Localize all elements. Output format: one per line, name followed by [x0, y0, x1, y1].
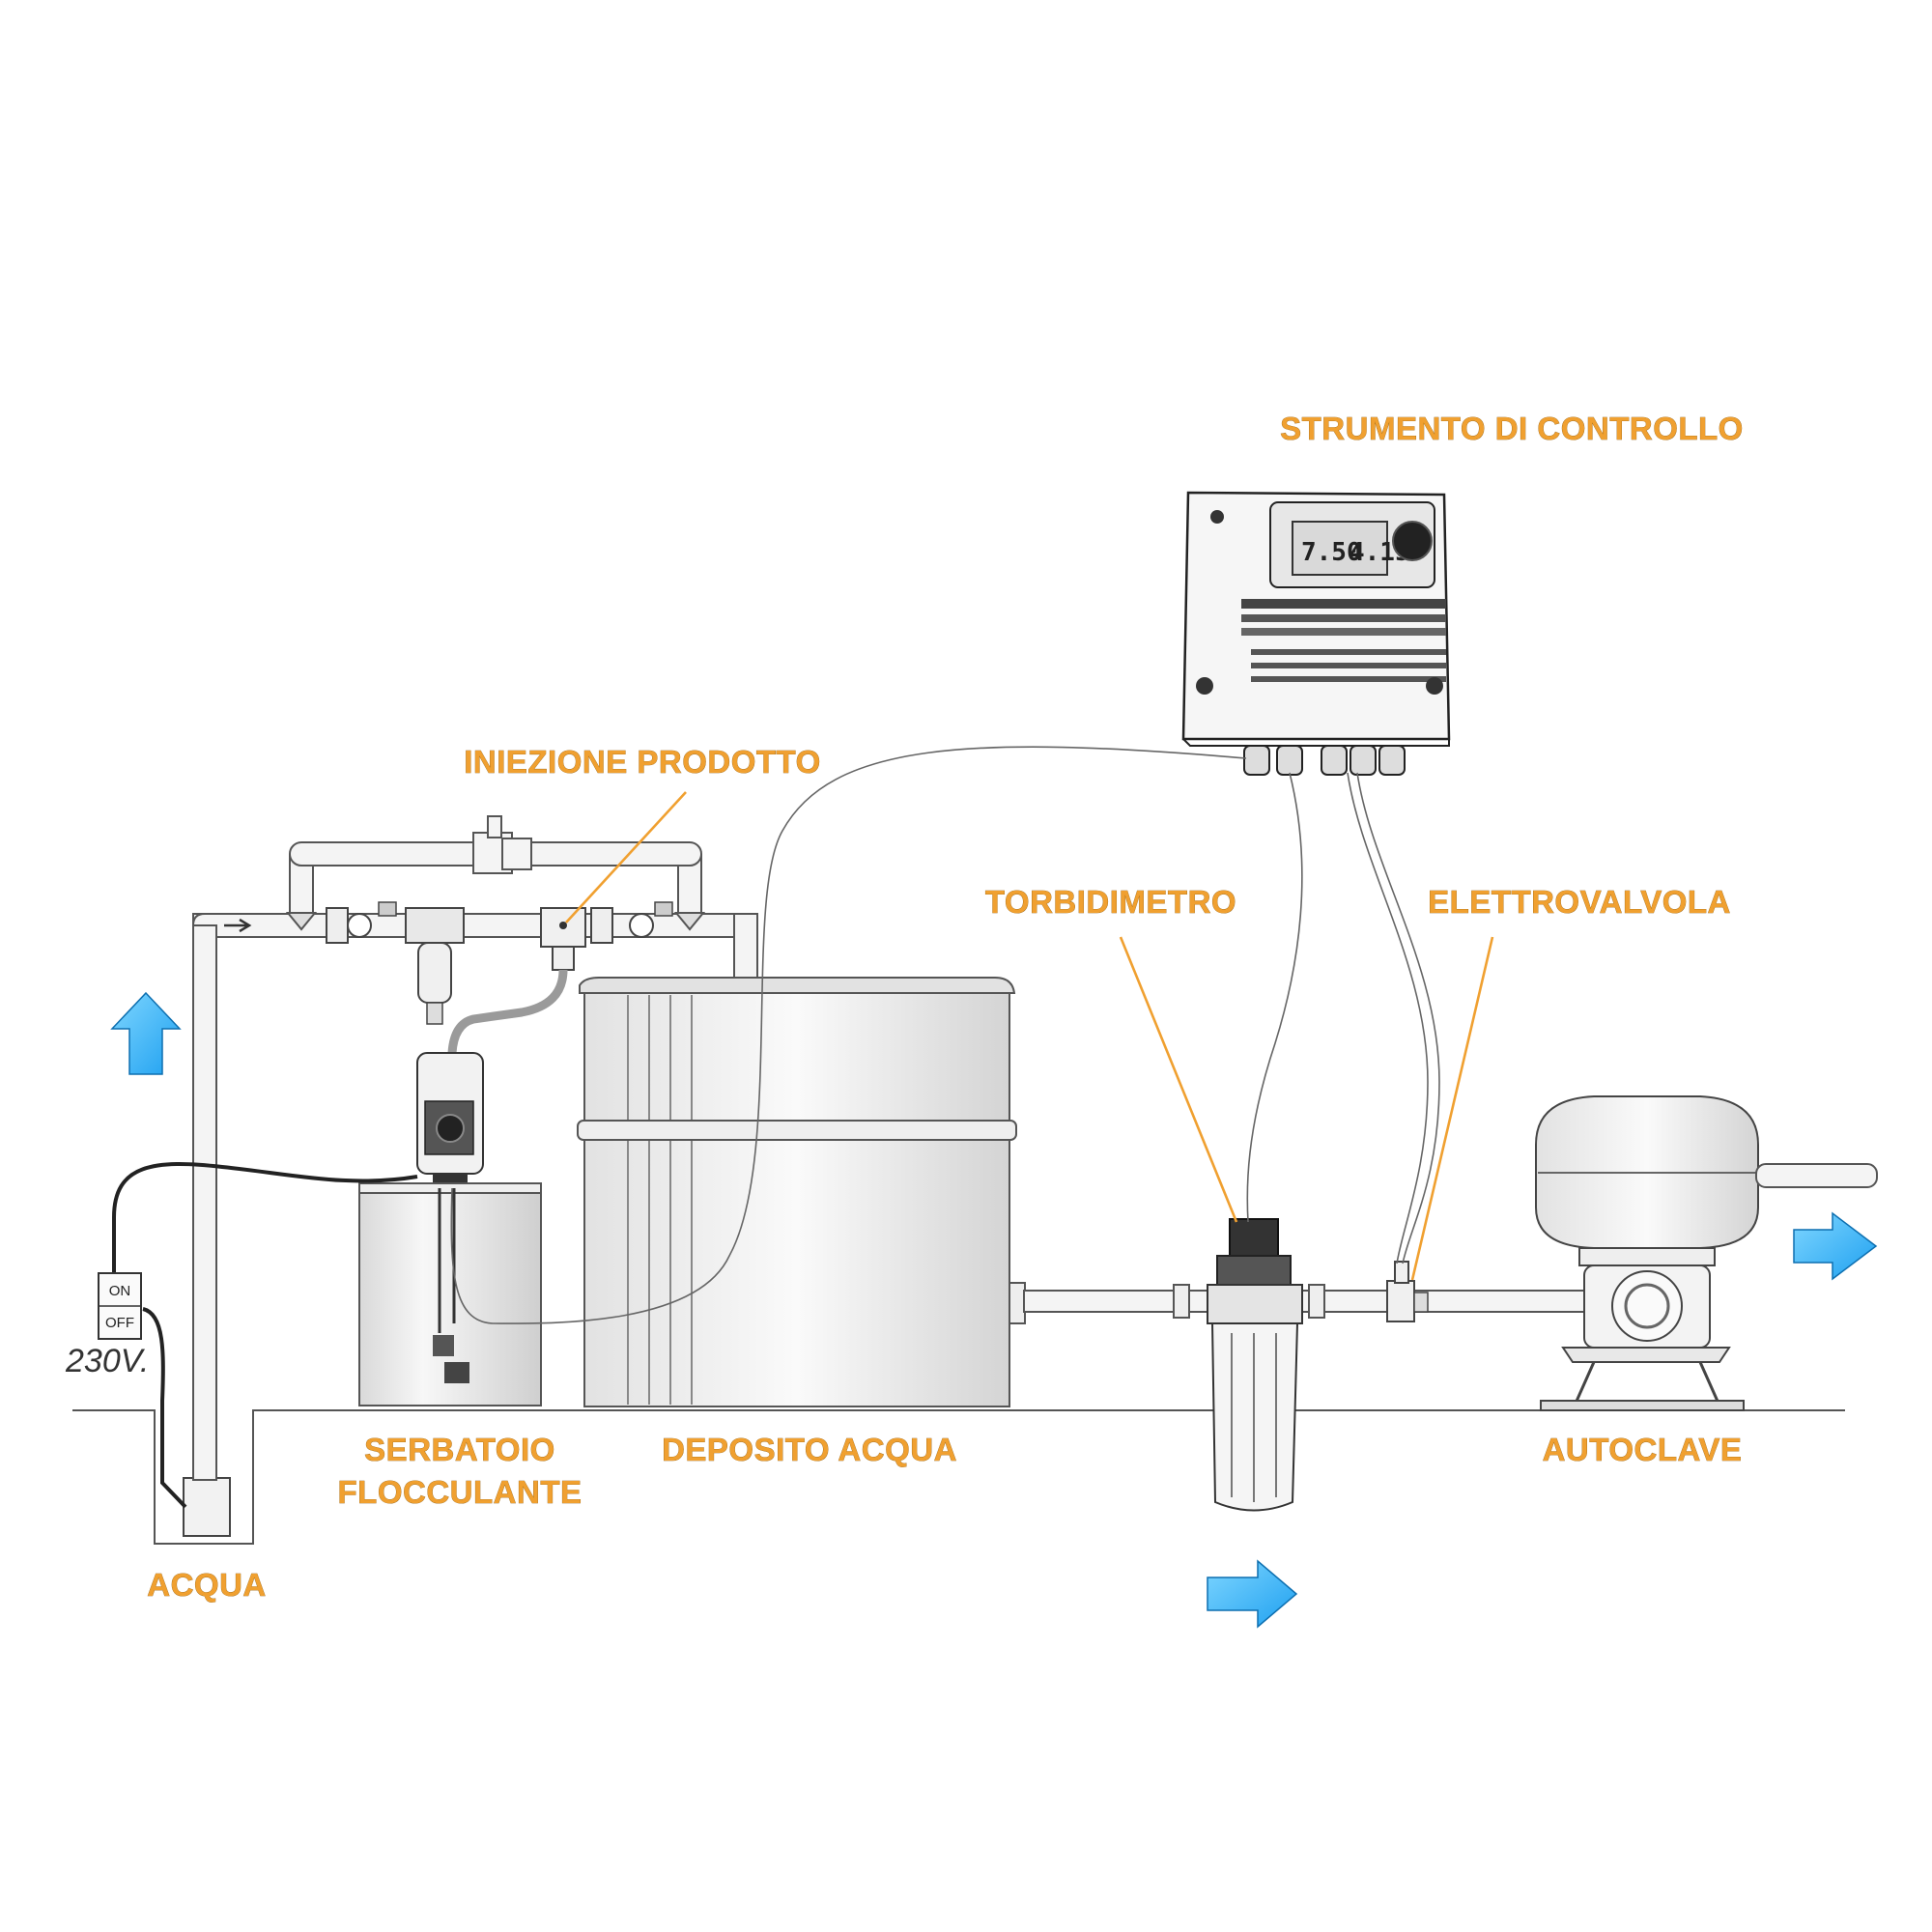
pump-signal-cable [450, 746, 1247, 1324]
flocculant-tank [358, 1182, 542, 1406]
leader-torbidimetro [1119, 936, 1238, 1223]
arrow-icon-up [110, 991, 182, 1075]
submersible-pump [183, 1477, 231, 1537]
turbidimeter-cable [1246, 772, 1303, 1223]
label-strumento: STRUMENTO DI CONTROLLO [1280, 411, 1744, 446]
main-line-valves [326, 901, 673, 944]
label-serbatoio: SERBATOIO [364, 1432, 555, 1467]
display-value-left: 7.50 [1301, 538, 1362, 567]
leader-elettrovalvola [1410, 936, 1494, 1281]
arrow-icon-right-outlet [1793, 1211, 1878, 1281]
ground-line [72, 1409, 1845, 1545]
dosing-pump [416, 1052, 484, 1188]
control-instrument: 7.50 4.15 [1181, 491, 1451, 776]
power-cable-down [142, 1307, 187, 1509]
solenoid-cable-2 [1347, 772, 1429, 1264]
label-deposito: DEPOSITO ACQUA [662, 1432, 957, 1467]
injection-point [540, 907, 586, 971]
label-iniezione: INIEZIONE PRODOTTO [464, 744, 821, 780]
switch-off-label: OFF [105, 1315, 134, 1331]
arrow-icon-right-turbidimeter [1207, 1559, 1298, 1629]
power-switch: ON OFF [98, 1272, 142, 1340]
dosing-tube [445, 969, 568, 1064]
inline-filter [405, 907, 465, 1025]
label-acqua: ACQUA [147, 1567, 267, 1603]
solenoid-valve [1386, 1261, 1429, 1322]
label-autoclave: AUTOCLAVE [1543, 1432, 1743, 1467]
label-torbidimetro: TORBIDIMETRO [985, 884, 1236, 920]
turbidimeter [1207, 1218, 1303, 1512]
water-storage-tank [577, 977, 1026, 1407]
autoclave [1535, 1095, 1878, 1411]
label-flocculante: FLOCCULANTE [338, 1474, 582, 1510]
voltage-label: 230V. [65, 1343, 149, 1379]
label-elettrovalvola: ELETTROVALVOLA [1428, 884, 1731, 920]
power-cable [112, 1161, 418, 1280]
solenoid-cable [1356, 772, 1440, 1264]
bypass-loop [285, 815, 706, 931]
outlet-pipe [1023, 1284, 1585, 1319]
leader-iniezione [565, 791, 687, 923]
switch-on-label: ON [109, 1283, 131, 1299]
